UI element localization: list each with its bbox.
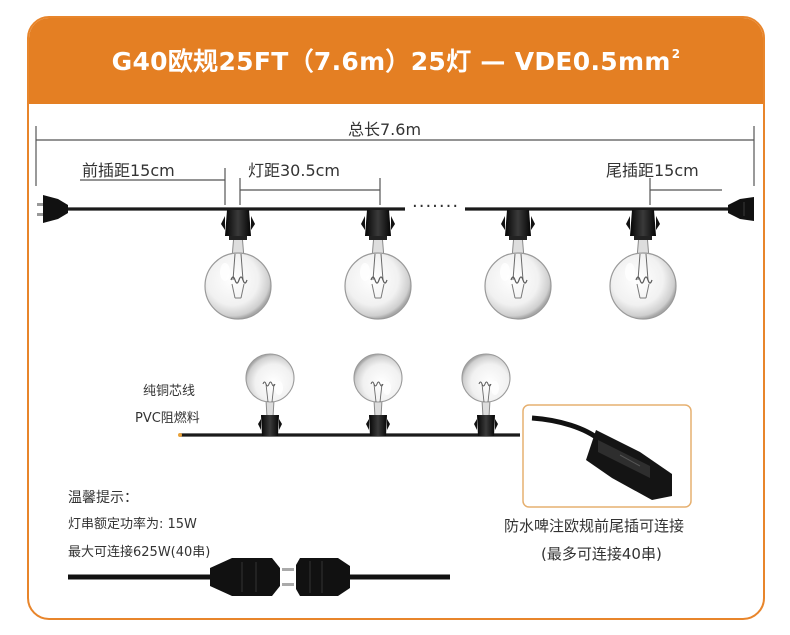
bulb-spacing-label: 灯距30.5cm	[248, 161, 341, 180]
diagram-title: G40欧规25FT（7.6m）25灯 — VDE0.5mm2	[29, 42, 763, 78]
connector-caption-2: (最多可连接40串)	[541, 545, 662, 563]
bulb-spacing-dimension	[239, 178, 381, 205]
tips-heading: 温馨提示：	[68, 490, 138, 506]
total-length-dimension	[35, 126, 755, 186]
front-spacing-label: 前插距15cm	[82, 161, 175, 180]
bulb-2	[344, 209, 412, 320]
tips-power: 灯串额定功率为: 15W	[68, 517, 197, 532]
connector-caption-1: 防水啤注欧规前尾插可连接	[504, 517, 685, 535]
continuation-dots: ·······	[412, 196, 460, 217]
small-bulb-1	[245, 353, 295, 437]
title-superscript: 2	[671, 47, 681, 61]
wire-material-line-1: 纯铜芯线	[143, 384, 196, 399]
tail-spacing-dimension	[649, 178, 722, 205]
small-bulb-2	[353, 353, 403, 437]
title-text: G40欧规25FT（7.6m）25灯 — VDE0.5mm	[111, 47, 671, 76]
bottom-connector-icon	[68, 558, 450, 596]
bulb-1	[204, 209, 272, 320]
tail-connector-icon	[728, 197, 754, 221]
connector-icon	[531, 415, 672, 500]
bulb-4	[609, 209, 677, 320]
title-banner: G40欧规25FT（7.6m）25灯 — VDE0.5mm2	[29, 18, 763, 104]
bulb-3	[484, 209, 552, 320]
total-length-label: 总长7.6m	[348, 120, 422, 139]
tail-spacing-label: 尾插距15cm	[606, 161, 699, 180]
eu-plug-icon	[37, 195, 68, 223]
wire-material-line-2: PVC阻燃料	[135, 411, 200, 426]
front-spacing-dimension	[80, 168, 226, 205]
small-bulb-3	[461, 353, 511, 437]
copper-core-icon	[178, 433, 182, 437]
tips-max-connect: 最大可连接625W(40串)	[68, 545, 211, 560]
